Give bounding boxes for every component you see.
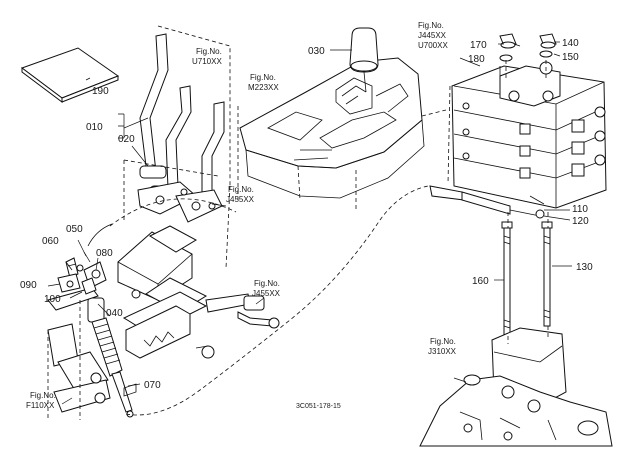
- fig-label-u710: Fig.No.: [196, 47, 222, 56]
- fig-ref-j455a: J455XX: [226, 195, 255, 204]
- small-parts-left: [57, 223, 113, 295]
- callout-100: 100: [44, 294, 61, 305]
- spring-rod-assembly: [47, 287, 137, 418]
- callout-010: 010: [86, 122, 103, 133]
- control-cable: [109, 185, 545, 416]
- control-valve: [451, 65, 607, 209]
- figure-references: Fig.No. U710XX Fig.No. M223XX Fig.No. J4…: [26, 21, 457, 410]
- callout-110: 110: [572, 204, 588, 215]
- fig-ref-m223: M223XX: [248, 83, 279, 92]
- callout-070: 070: [144, 380, 161, 391]
- fig-ref-j445: J445XX: [418, 31, 447, 40]
- fig-label-f110: Fig.No.: [30, 391, 56, 400]
- callout-140: 140: [562, 38, 579, 49]
- long-bolts: [501, 221, 553, 337]
- fig-ref-j455b: J455XX: [252, 289, 281, 298]
- fig-ref-j310: J310XX: [428, 347, 457, 356]
- shaft-bolt: [205, 293, 280, 329]
- fig-label-m223: Fig.No.: [250, 73, 276, 82]
- callout-160: 160: [472, 276, 489, 287]
- callout-labels: 030 190 010 020 170 180 140 150 110 120 …: [20, 38, 593, 391]
- fig-ref-u700: U700XX: [418, 41, 448, 50]
- manual-booklet: [20, 47, 120, 103]
- callout-050: 050: [66, 224, 83, 235]
- lower-housing: [419, 327, 613, 447]
- nuts-washers: [499, 33, 557, 75]
- fig-label-j445: Fig.No.: [418, 21, 444, 30]
- shift-lever-assembly: [137, 33, 225, 223]
- callout-170: 170: [470, 40, 487, 51]
- callout-150: 150: [562, 52, 579, 63]
- console-cover: [239, 57, 425, 199]
- callout-020: 020: [118, 134, 135, 145]
- fig-ref-f110: F110XX: [26, 401, 55, 410]
- callout-080: 080: [96, 248, 113, 259]
- callout-060: 060: [42, 236, 59, 247]
- fig-ref-u710: U710XX: [192, 57, 222, 66]
- callout-130: 130: [576, 262, 593, 273]
- callout-190: 190: [92, 86, 109, 97]
- shift-knob: [349, 27, 379, 93]
- callout-040: 040: [106, 308, 123, 319]
- callout-090: 090: [20, 280, 37, 291]
- drawing-code: 3C051-178-15: [296, 403, 341, 410]
- fig-label-j455b: Fig.No.: [254, 279, 280, 288]
- fig-label-j310: Fig.No.: [430, 337, 456, 346]
- callout-180: 180: [468, 54, 485, 65]
- callout-030: 030: [308, 46, 325, 57]
- callout-120: 120: [572, 216, 589, 227]
- fig-label-j455a: Fig.No.: [228, 185, 254, 194]
- leader-lines: [47, 41, 572, 405]
- mounting-bracket: [117, 225, 215, 359]
- reference-lines: [47, 25, 549, 420]
